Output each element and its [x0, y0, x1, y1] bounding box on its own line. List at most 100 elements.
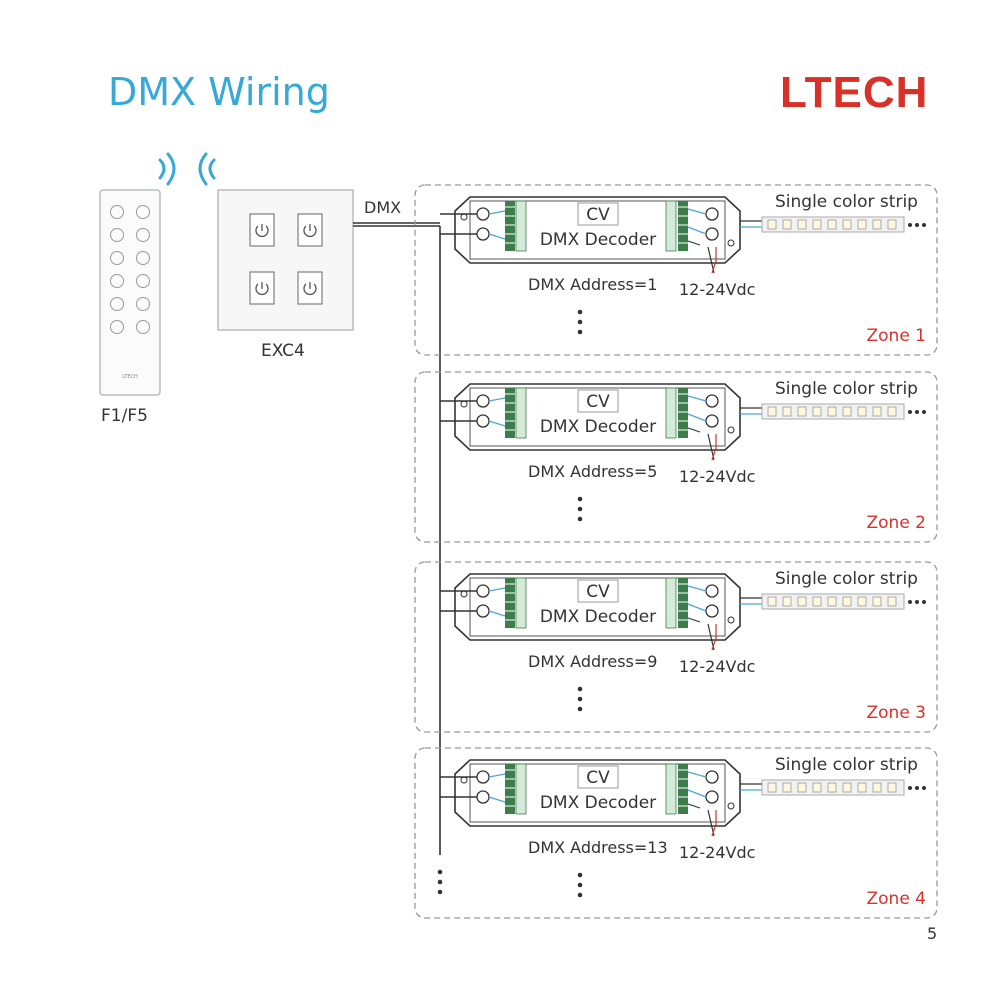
remote-button-icon: [136, 205, 150, 219]
continuation-dots: [908, 786, 926, 790]
remote-button-icon: [136, 228, 150, 242]
terminal-block-icon: [505, 388, 515, 438]
remote-control: LTECH: [99, 189, 161, 396]
dmx-address-label: DMX Address=1: [528, 275, 657, 294]
decoder-name-label: DMX Decoder: [540, 793, 656, 813]
continuation-dots: [577, 872, 583, 898]
terminal-block-icon: [505, 764, 515, 814]
wireless-signal-icon: [198, 152, 216, 186]
port-icon: [705, 584, 719, 598]
continuation-dots: [908, 410, 926, 414]
power-wire: [711, 434, 717, 461]
terminal-block-icon: [505, 578, 515, 628]
decoder-name-label: DMX Decoder: [540, 230, 656, 250]
remote-button-icon: [110, 274, 124, 288]
led-strip-icon: [761, 779, 926, 796]
zone-label: Zone 2: [867, 513, 927, 533]
port-icon: [705, 207, 719, 221]
zone-4: CV DMX Decoder 12-24Vdc DMX Address=13 Singl…: [414, 747, 938, 919]
zone-frame: [414, 184, 938, 356]
remote-label: F1/F5: [101, 406, 148, 426]
remote-button-icon: [136, 297, 150, 311]
continuation-dots: [577, 496, 583, 522]
continuation-dots: [577, 309, 583, 335]
dmx-decoder: CV DMX Decoder: [454, 573, 741, 641]
port-icon: [705, 227, 719, 241]
zone-frame: [414, 747, 938, 919]
decoder-name-label: DMX Decoder: [540, 607, 656, 627]
port-icon: [476, 770, 490, 784]
port-icon: [476, 414, 490, 428]
power-label: 12-24Vdc: [679, 467, 755, 486]
led-strip-icon: [761, 593, 926, 610]
exc4-panel: [217, 189, 354, 331]
power-button-icon: [249, 213, 275, 247]
dmx-address-label: DMX Address=13: [528, 838, 668, 857]
port-icon: [705, 394, 719, 408]
wireless-signal-icon: [158, 152, 176, 186]
remote-button-icon: [110, 297, 124, 311]
dmx-signal-label: DMX: [364, 198, 401, 217]
decoder-name-label: DMX Decoder: [540, 417, 656, 437]
led-strip-icon: [761, 216, 926, 233]
remote-button-icon: [136, 251, 150, 265]
dmx-decoder: CV DMX Decoder: [454, 759, 741, 827]
terminal-block-icon: [678, 764, 688, 814]
decoder-type-label: CV: [586, 768, 610, 788]
strip-label: Single color strip: [775, 755, 918, 775]
port-icon: [476, 584, 490, 598]
zone-frame: [414, 371, 938, 543]
terminal-block-icon: [678, 578, 688, 628]
port-icon: [705, 770, 719, 784]
terminal-block-icon: [678, 388, 688, 438]
continuation-dots: [577, 686, 583, 712]
dmx-address-label: DMX Address=9: [528, 652, 657, 671]
zone-1: CV DMX Decoder 12-24Vdc DMX Address=1 Single…: [414, 184, 938, 356]
port-icon: [476, 227, 490, 241]
brand-logo: LTECH: [780, 68, 929, 117]
zone-2: CV DMX Decoder 12-24Vdc DMX Address=5 Single…: [414, 371, 938, 543]
dmx-address-label: DMX Address=5: [528, 462, 657, 481]
terminal-block-icon: [678, 201, 688, 251]
power-label: 12-24Vdc: [679, 280, 755, 299]
dmx-signal-wire: [353, 222, 440, 227]
port-icon: [705, 790, 719, 804]
decoder-type-label: CV: [586, 582, 610, 602]
decoder-type-label: CV: [586, 392, 610, 412]
port-icon: [705, 604, 719, 618]
continuation-dots: [437, 869, 443, 895]
remote-button-icon: [110, 320, 124, 334]
strip-label: Single color strip: [775, 379, 918, 399]
continuation-dots: [908, 600, 926, 604]
dmx-decoder: CV DMX Decoder: [454, 383, 741, 451]
port-icon: [476, 207, 490, 221]
port-icon: [705, 414, 719, 428]
led-strip-icon: [761, 403, 926, 420]
terminal-block-icon: [505, 201, 515, 251]
decoder-type-label: CV: [586, 205, 610, 225]
power-button-icon: [249, 271, 275, 305]
zone-label: Zone 3: [867, 703, 927, 723]
port-icon: [476, 604, 490, 618]
remote-button-icon: [110, 228, 124, 242]
remote-button-icon: [136, 320, 150, 334]
zone-frame: [414, 561, 938, 733]
power-wire: [711, 810, 717, 837]
power-wire: [711, 624, 717, 651]
strip-label: Single color strip: [775, 192, 918, 212]
page-title: DMX Wiring: [108, 70, 330, 114]
power-button-icon: [297, 213, 323, 247]
page-number: 5: [927, 924, 938, 943]
power-button-icon: [297, 271, 323, 305]
remote-button-icon: [136, 274, 150, 288]
zone-label: Zone 1: [867, 326, 927, 346]
panel-label: EXC4: [261, 341, 305, 361]
power-wire: [711, 247, 717, 274]
port-icon: [476, 394, 490, 408]
remote-button-icon: [110, 251, 124, 265]
strip-label: Single color strip: [775, 569, 918, 589]
power-label: 12-24Vdc: [679, 843, 755, 862]
port-icon: [476, 790, 490, 804]
